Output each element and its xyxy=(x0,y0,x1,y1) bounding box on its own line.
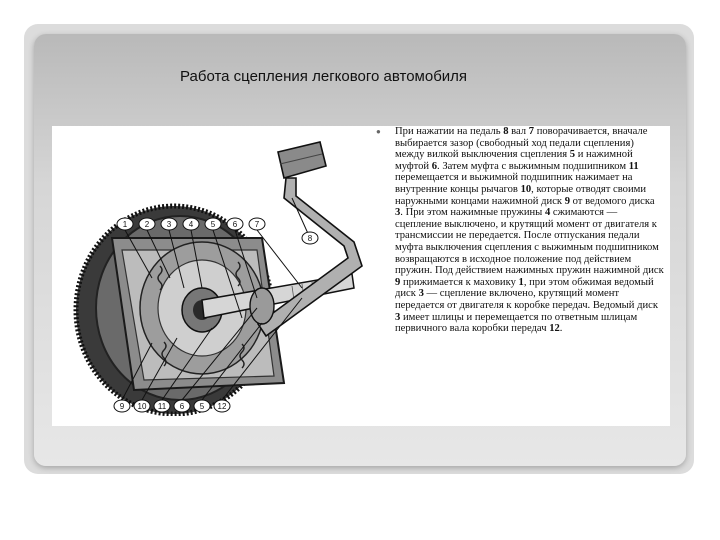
body-ref-number: 11 xyxy=(628,160,639,172)
label-4: 4 xyxy=(189,220,194,229)
text-column: ● При нажатии на педаль 8 вал 7 поворачи… xyxy=(372,126,668,426)
label-5b: 5 xyxy=(200,402,205,411)
body-ref-number: 3 xyxy=(418,288,424,300)
body-text: При нажатии на педаль 8 вал 7 поворачива… xyxy=(395,126,665,335)
label-circles xyxy=(113,217,319,413)
body-segment: . При этом нажимные пружины xyxy=(400,207,545,219)
body-segment: При нажатии на педаль xyxy=(395,126,504,137)
body-ref-number: 8 xyxy=(503,126,509,137)
body-segment: . Затем муфта с выжимным подшипником xyxy=(437,160,629,172)
body-ref-number: 9 xyxy=(564,195,570,207)
clutch-diagram: 1 2 3 4 5 6 7 8 9 10 11 6 5 12 xyxy=(52,138,382,416)
label-3: 3 xyxy=(167,220,172,229)
label-5: 5 xyxy=(211,220,216,229)
label-7: 7 xyxy=(255,220,260,229)
label-2: 2 xyxy=(145,220,150,229)
body-segment: , которые отводят своими наружными конца… xyxy=(395,183,647,207)
body-ref-number: 5 xyxy=(569,149,576,161)
body-ref-number: 3 xyxy=(395,311,401,323)
bullet-icon: ● xyxy=(376,127,381,136)
pressure-springs xyxy=(157,261,245,369)
body-ref-number: 4 xyxy=(544,207,551,219)
body-ref-number: 7 xyxy=(528,126,535,137)
clutch-drawing: 1 2 3 4 5 6 7 8 9 10 11 6 5 12 xyxy=(73,141,363,416)
label-1: 1 xyxy=(123,220,128,229)
slide-title: Работа сцепления легкового автомобиля xyxy=(180,68,468,85)
label-8: 8 xyxy=(308,234,313,243)
body-ref-number: 1 xyxy=(518,276,524,288)
body-segment: , при этом обжимая ведомый диск xyxy=(395,276,654,300)
label-6b: 6 xyxy=(180,402,185,411)
pedal-pad-rib xyxy=(279,153,323,165)
body-segment: сжимаются — сцепление выключено, и крутя… xyxy=(395,207,664,277)
body-segment: и нажимной муфтой xyxy=(395,149,633,172)
pedal-pad xyxy=(277,141,327,180)
label-12: 12 xyxy=(218,402,227,411)
label-texts: 1 2 3 4 5 6 7 8 9 10 11 6 5 12 xyxy=(120,220,313,411)
label-10: 10 xyxy=(138,402,147,411)
body-segment: имеет шлицы и перемещается по ответным ш… xyxy=(395,311,638,335)
label-6: 6 xyxy=(233,220,238,229)
body-segment: — сцепление включено, крутящий момент пе… xyxy=(395,288,659,311)
body-ref-number: 3 xyxy=(395,207,401,219)
body-ref-number: 10 xyxy=(520,183,532,195)
leader-lines xyxy=(121,197,311,401)
release-bearing xyxy=(249,287,275,325)
body-segment: прижимается к маховику xyxy=(400,276,519,288)
body-ref-number: 12 xyxy=(549,323,560,335)
body-segment: от ведомого диска xyxy=(569,195,655,207)
slide-content: 1 2 3 4 5 6 7 8 9 10 11 6 5 12 ● При наж… xyxy=(52,126,670,426)
label-9: 9 xyxy=(120,402,125,411)
body-segment: поворачивается, вначале выбирается зазор… xyxy=(395,126,648,161)
label-11: 11 xyxy=(158,402,167,411)
body-segment: вал xyxy=(508,126,529,137)
body-segment: перемещается и выжимной подшипник нажима… xyxy=(395,172,633,195)
body-ref-number: 9 xyxy=(395,276,401,288)
body-segment: . xyxy=(559,323,563,335)
body-ref-number: 6 xyxy=(431,160,438,172)
